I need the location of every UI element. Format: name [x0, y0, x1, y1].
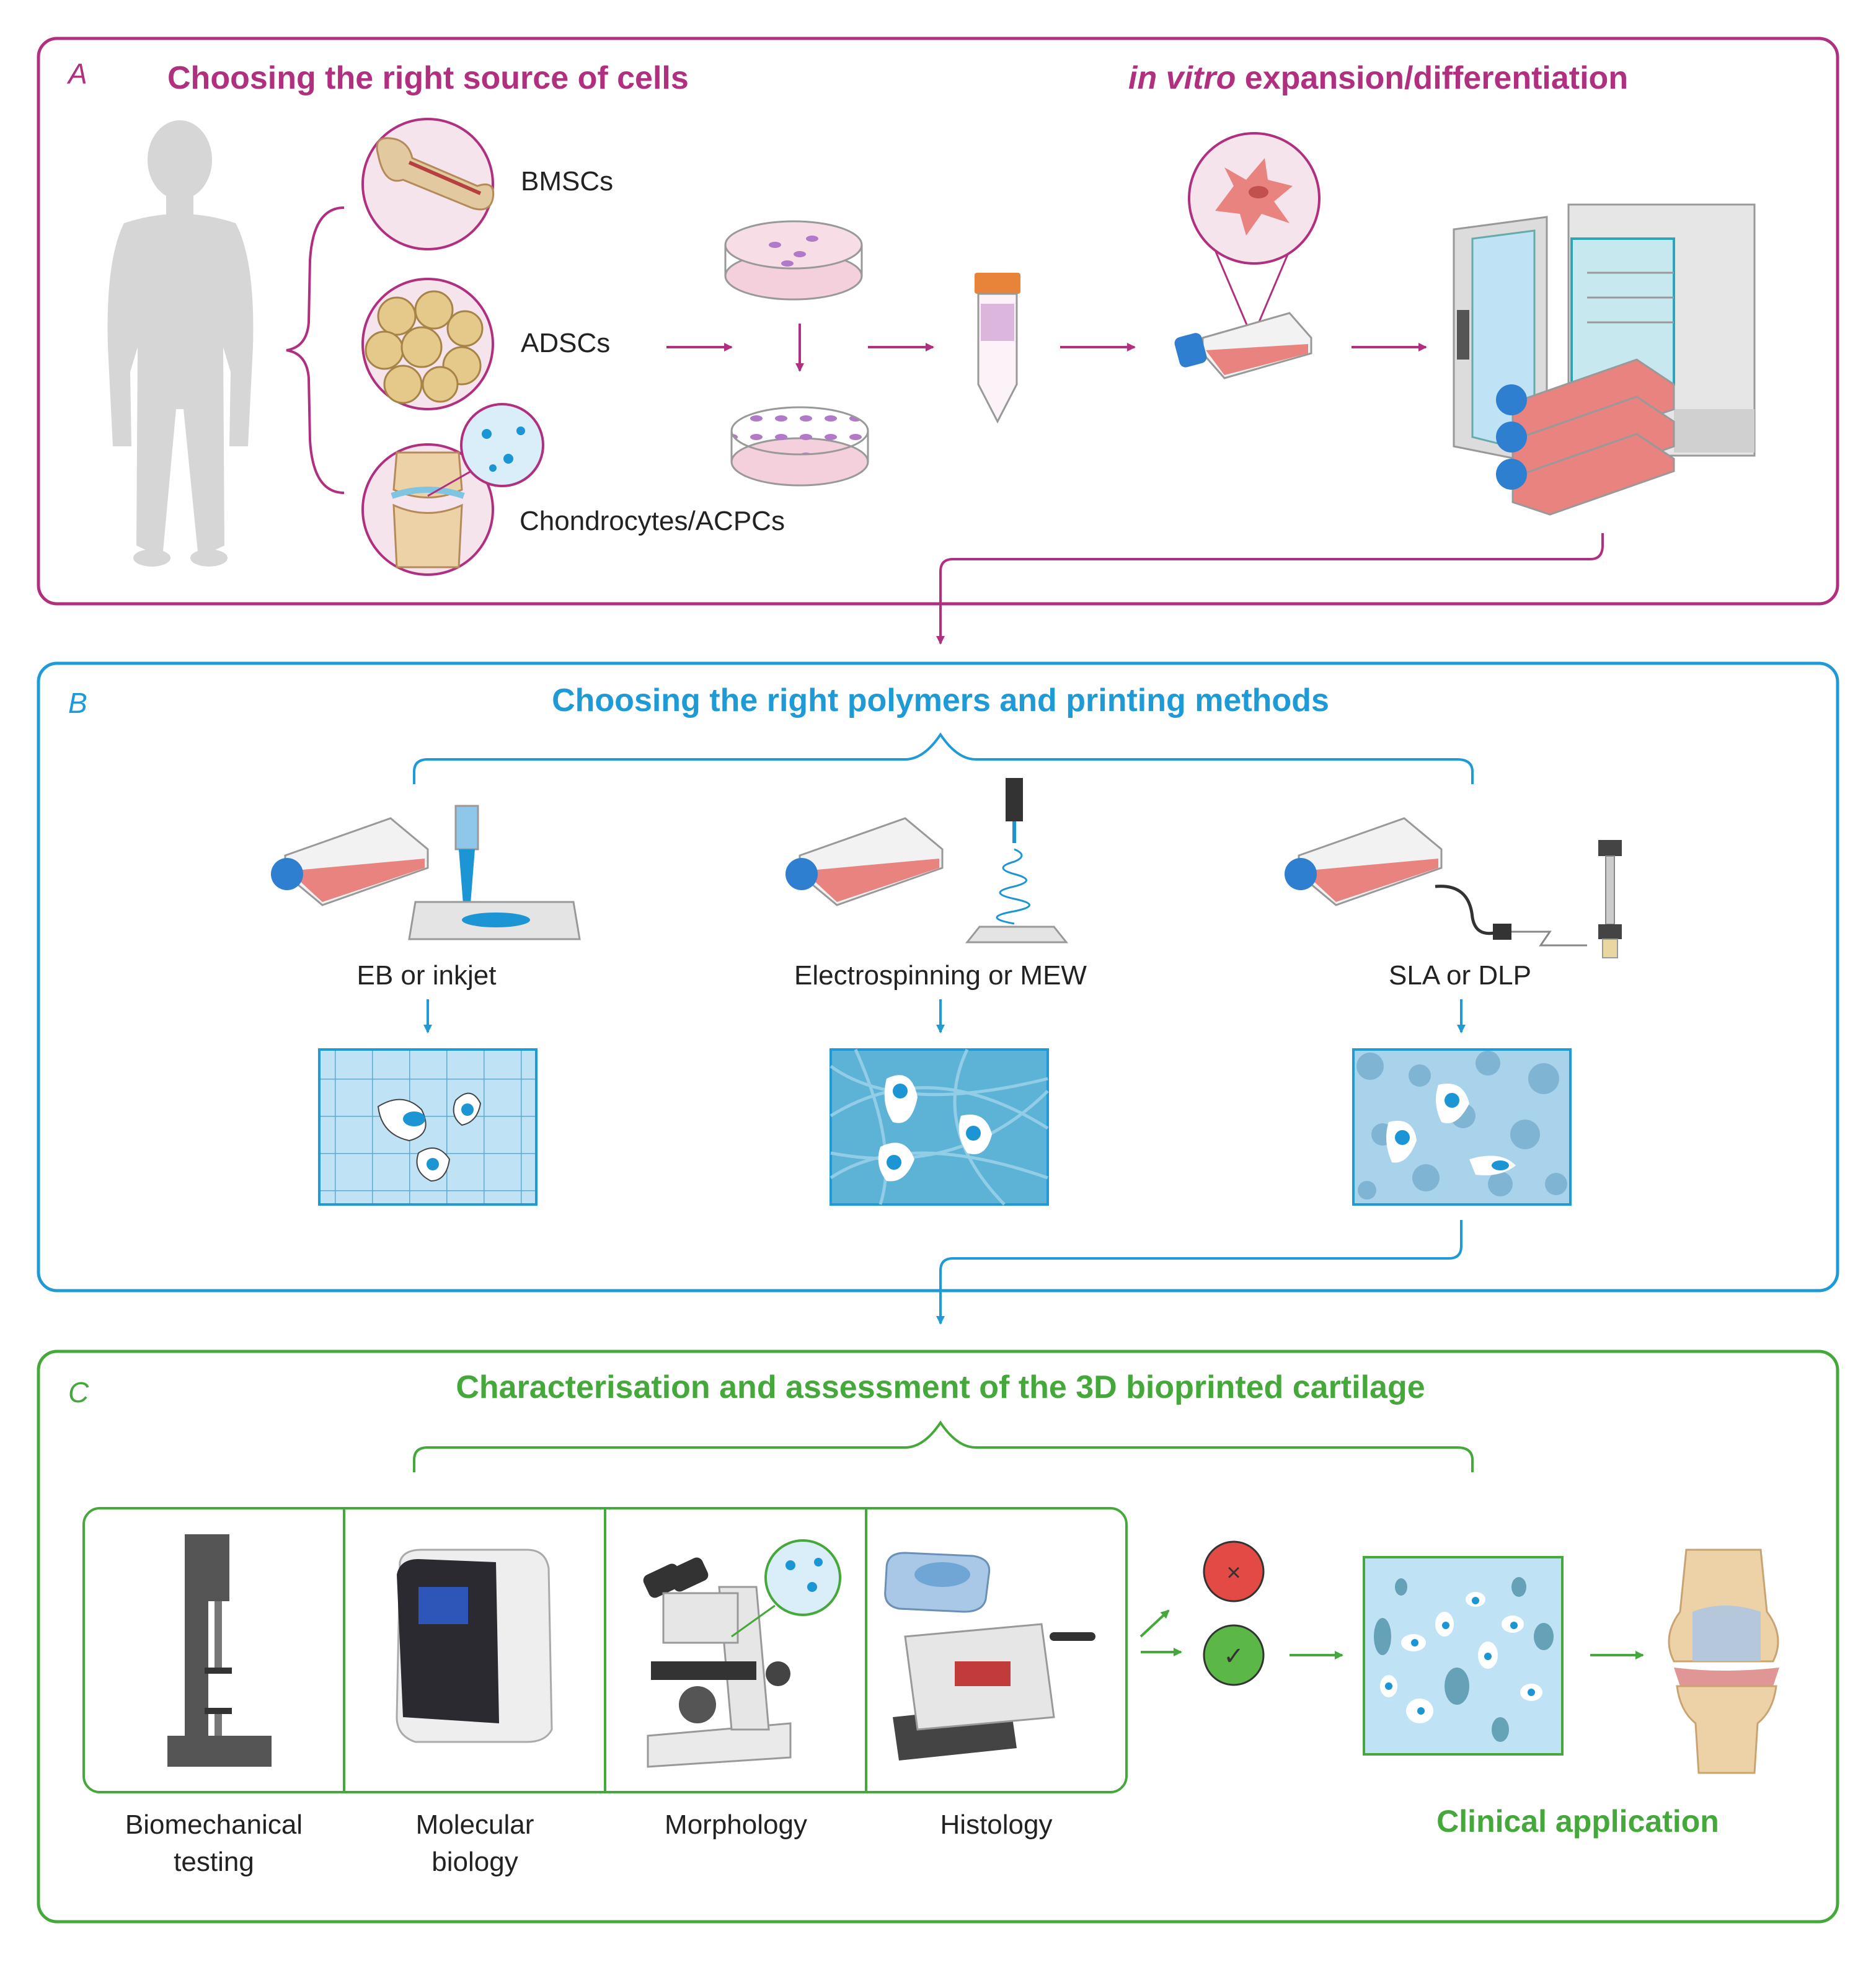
- incubator-icon: [1453, 203, 1756, 516]
- panel-a-letter: A: [66, 58, 87, 90]
- arrow-to-reject: [1139, 1609, 1170, 1638]
- microtome-icon: [884, 1552, 1095, 1761]
- stereolithography-icon: [1285, 817, 1622, 958]
- cartilage-tissue-icon: [1363, 1556, 1564, 1756]
- accept-symbol: ✓: [1223, 1643, 1244, 1670]
- panel-a-title-right: in vitro expansion/differentiation: [1128, 60, 1628, 96]
- panel-a: A Choosing the right source of cells in …: [37, 37, 1839, 645]
- accept-icon: [1203, 1624, 1265, 1686]
- confluent-dish-icon: [730, 406, 869, 487]
- panel-c-letter: C: [68, 1376, 89, 1408]
- connector-b-to-c: [936, 1220, 1462, 1325]
- source-label-bmscs: BMSCs: [521, 166, 613, 197]
- panel-b-title: Choosing the right polymers and printing…: [552, 683, 1329, 718]
- human-silhouette-icon: [107, 120, 254, 567]
- connector-a-to-b: [936, 533, 1604, 645]
- adipocytes-icon: [361, 278, 494, 410]
- grid-scaffold-icon: [318, 1048, 538, 1206]
- source-brace: [286, 206, 345, 494]
- pcr-machine-icon: [396, 1549, 553, 1743]
- petri-dish-icon: [724, 220, 863, 301]
- reject-icon: [1203, 1540, 1265, 1602]
- assessment-label-morphology: Morphology: [665, 1810, 807, 1840]
- assessment-label-histology: Histology: [940, 1810, 1053, 1840]
- method-label-eb-inkjet: EB or inkjet: [357, 960, 497, 991]
- knee-icon: [1668, 1549, 1779, 1774]
- panel-b-frame: [37, 661, 1839, 1293]
- conical-tube-icon: [975, 273, 1020, 424]
- method-label-sla-dlp: SLA or DLP: [1389, 960, 1531, 991]
- final-label-clinical-application: Clinical application: [1436, 1804, 1719, 1839]
- panel-a-frame: [37, 37, 1839, 606]
- extrusion-nozzle-icon: [271, 805, 581, 940]
- fibrous-scaffold-icon: [830, 1048, 1049, 1206]
- microscope-icon: [643, 1539, 841, 1768]
- bone-icon: [361, 118, 495, 250]
- panel-c-frame: [37, 1350, 1839, 1924]
- panel-b-brace: [413, 732, 1474, 784]
- panel-a-title-left: Choosing the right source of cells: [167, 60, 689, 96]
- panel-b-letter: B: [68, 687, 87, 719]
- source-label-adscs: ADSCs: [521, 328, 610, 358]
- chondrocyte-zoom-icon: [427, 403, 544, 497]
- source-label-chondrocytes: Chondrocytes/ACPCs: [520, 506, 785, 536]
- culture-flask-icon: [1174, 132, 1321, 379]
- mechanical-tester-icon: [167, 1534, 272, 1767]
- panel-a-title-rest: expansion/differentiation: [1245, 60, 1628, 96]
- method-label-electrospinning: Electrospinning or MEW: [794, 960, 1087, 991]
- panel-a-title-italic: in vitro: [1128, 60, 1236, 96]
- panel-c-title: Characterisation and assessment of the 3…: [456, 1369, 1425, 1405]
- panel-c: C Characterisation and assessment of the…: [37, 1350, 1839, 1924]
- electrospinning-icon: [785, 778, 1069, 943]
- panel-c-brace: [413, 1420, 1474, 1472]
- porous-scaffold-icon: [1352, 1048, 1572, 1206]
- panel-b: B Choosing the right polymers and printi…: [37, 661, 1839, 1325]
- reject-symbol: ×: [1226, 1559, 1241, 1586]
